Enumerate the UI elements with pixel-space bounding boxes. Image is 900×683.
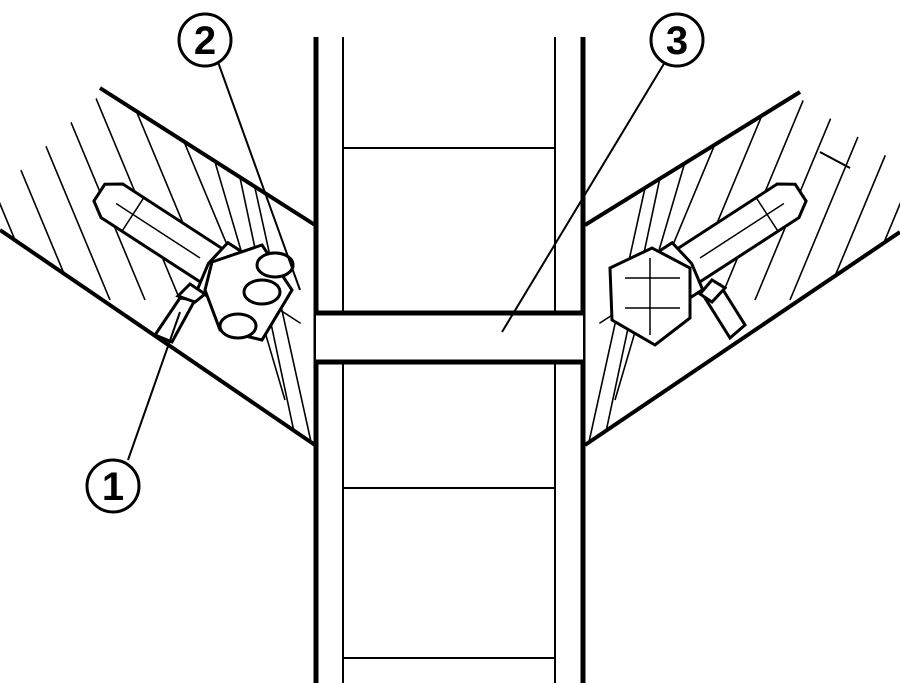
leader-line-3 <box>501 61 666 333</box>
svg-text:3: 3 <box>666 19 688 63</box>
leader-line-2 <box>217 61 301 291</box>
leader-lines <box>127 61 666 461</box>
right-nut-stack <box>608 246 692 347</box>
callout-2: 2 <box>177 12 233 68</box>
right-bolt-assembly <box>598 182 808 347</box>
left-nut-stack <box>203 243 295 342</box>
left-set-screw <box>152 282 208 344</box>
left-bolt-assembly <box>92 182 302 344</box>
svg-text:2: 2 <box>194 19 216 63</box>
leader-line-1 <box>127 311 181 461</box>
horizontal-rung <box>316 310 583 365</box>
callout-3: 3 <box>649 12 705 68</box>
svg-text:1: 1 <box>102 465 124 509</box>
callout-1: 1 <box>85 458 141 514</box>
right-set-screw <box>697 278 747 341</box>
